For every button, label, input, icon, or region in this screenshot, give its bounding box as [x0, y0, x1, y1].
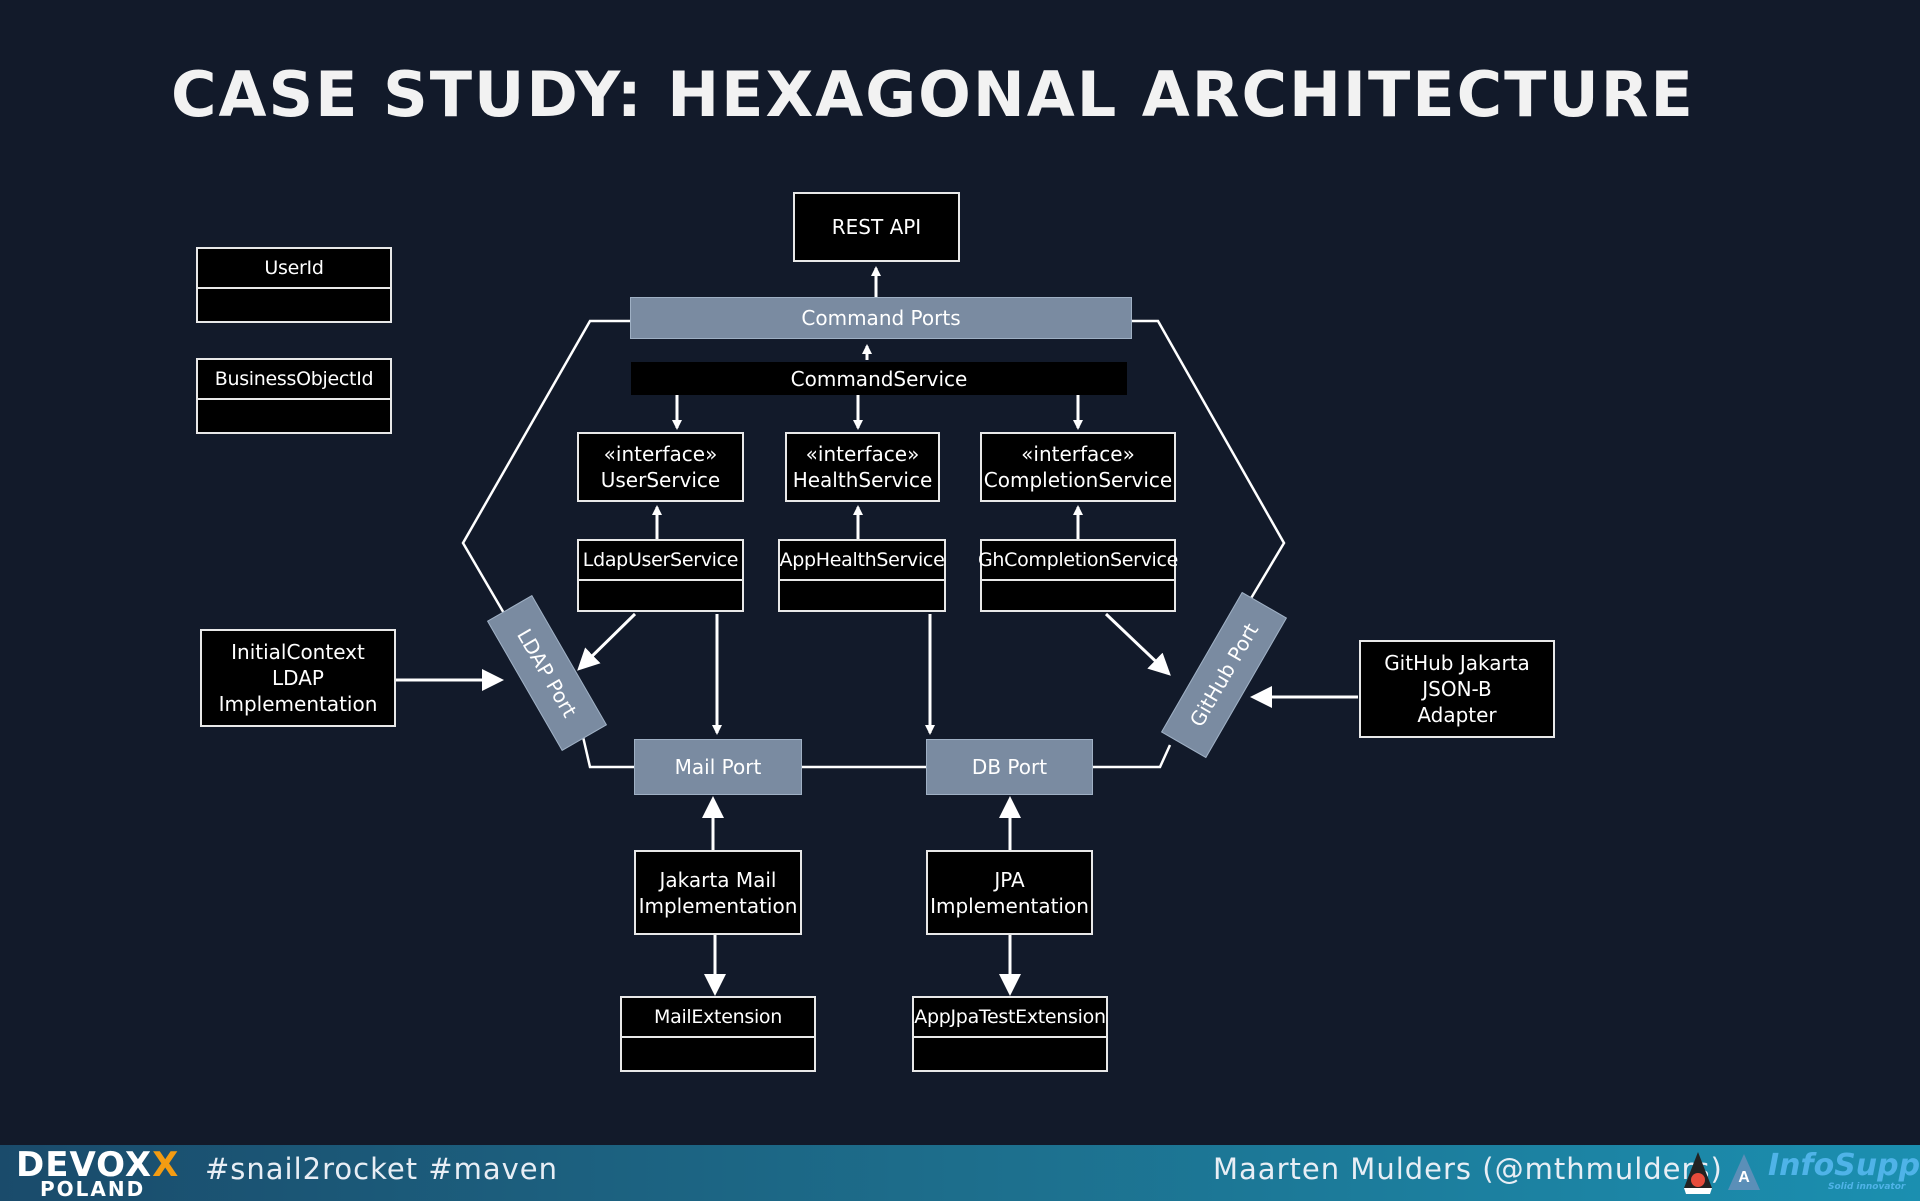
app-jpa-test-extension-class: AppJpaTestExtension	[912, 996, 1108, 1072]
a-badge-icon: A	[1728, 1154, 1760, 1190]
gh-completion-service-class: GhCompletionService	[978, 539, 1178, 612]
app-health-service-class: AppHealthService	[778, 539, 946, 612]
business-object-id-class: BusinessObjectId	[196, 358, 392, 434]
health-service-interface: «interface» HealthService	[785, 432, 940, 502]
mail-port: Mail Port	[634, 739, 802, 795]
db-port: DB Port	[926, 739, 1093, 795]
rest-api-box: REST API	[793, 192, 960, 262]
infosupport-wordmark: InfoSupport	[1768, 1148, 1920, 1183]
infosupport-tagline: Solid innovator	[1828, 1182, 1906, 1192]
business-object-id-label: BusinessObjectId	[198, 360, 390, 400]
devoxx-poland: POLAND	[40, 1177, 146, 1201]
app-health-service-label: AppHealthService	[780, 541, 945, 581]
mail-extension-class: MailExtension	[620, 996, 816, 1072]
footer-bar	[0, 1145, 1920, 1201]
duke-icon	[1684, 1152, 1712, 1194]
completion-service-interface: «interface» CompletionService	[980, 432, 1176, 502]
command-service: CommandService	[631, 362, 1127, 395]
app-jpa-test-extension-label: AppJpaTestExtension	[914, 998, 1106, 1038]
initial-context-ldap-box: InitialContext LDAP Implementation	[200, 629, 396, 727]
slide: CASE STUDY: HEXAGONAL ARCHITECTURE	[171, 58, 1695, 1072]
user-id-class: UserId	[196, 247, 392, 323]
arrow-gh-to-ghport	[1104, 612, 1171, 676]
speaker-name: Maarten Mulders (@mthmulders)	[1213, 1152, 1723, 1186]
slide-title: CASE STUDY: HEXAGONAL ARCHITECTURE	[171, 58, 1695, 131]
gh-completion-service-label: GhCompletionService	[978, 541, 1178, 581]
github-jsonb-adapter-box: GitHub Jakarta JSON-B Adapter	[1359, 640, 1555, 738]
devoxx-logo: DEVOXX POLAND	[16, 1145, 186, 1201]
svg-text:A: A	[1738, 1169, 1750, 1186]
user-service-interface: «interface» UserService	[577, 432, 744, 502]
user-id-label: UserId	[198, 249, 390, 289]
diagram-connectors	[396, 266, 1358, 996]
ldap-user-service-class: LdapUserService	[577, 539, 744, 612]
jakarta-mail-box: Jakarta Mail Implementation	[634, 850, 802, 935]
infosupport-logo: InfoSupport Solid innovator	[1768, 1148, 1920, 1192]
command-ports: Command Ports	[630, 297, 1132, 339]
ldap-user-service-label: LdapUserService	[579, 541, 742, 581]
mail-extension-label: MailExtension	[622, 998, 814, 1038]
devoxx-wordmark: DEVOXX	[16, 1145, 180, 1185]
arrow-ldapuser-to-ldapport	[577, 612, 637, 671]
hashtags: #snail2rocket #maven	[205, 1152, 558, 1186]
jpa-implementation-box: JPA Implementation	[926, 850, 1093, 935]
